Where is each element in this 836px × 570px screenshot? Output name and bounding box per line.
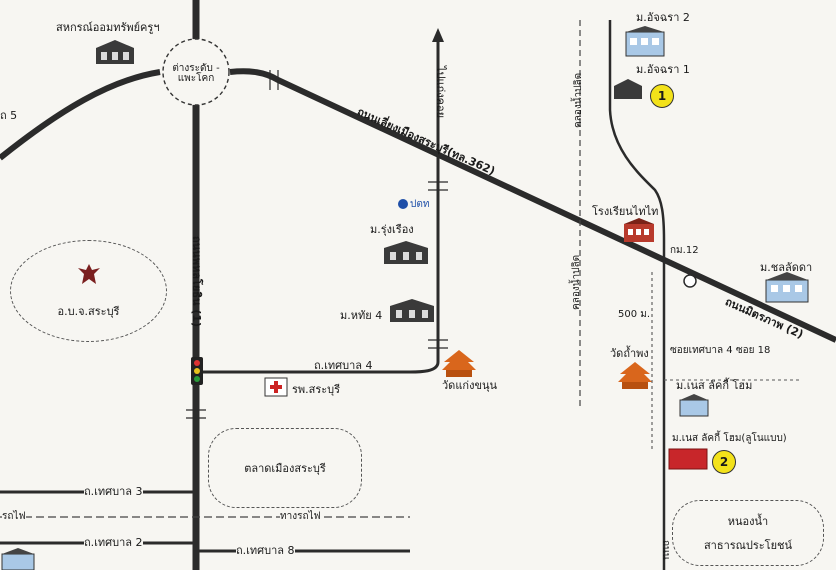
road5-label: ถ 5 — [0, 109, 18, 122]
canal-label-top: คลองน้ำปลิด — [573, 72, 584, 128]
lucky-home-label: ม.เนส ลัคกี้ โฮม — [676, 379, 753, 392]
kaeng-khoi-road — [409, 38, 440, 374]
road-ticks — [186, 70, 448, 419]
amata2-building-icon — [625, 26, 665, 57]
amata1-building-icon — [614, 79, 642, 99]
km12-marker — [683, 274, 697, 288]
hospital-label: รพ.สระบุรี — [292, 383, 341, 396]
hospital-building-icon — [264, 377, 288, 397]
amata2-label: ม.อัจฉรา 2 — [636, 11, 690, 24]
rail-left-label: รถไฟ — [2, 511, 26, 522]
chollada-building-icon — [765, 272, 809, 303]
bypass-road-west — [0, 69, 161, 161]
lucky-home-new-label: ม.เนส ลัคกี้ โฮม(ลูโนแบบ) — [672, 433, 787, 444]
dist500-label: 500 ม. — [618, 309, 651, 320]
market-zone: ตลาดเมืองสระบุรี — [208, 428, 362, 508]
garuda-emblem-icon — [78, 264, 100, 284]
wat-kaeng-khanun-temple-icon — [442, 350, 476, 377]
bypass-road-east — [229, 68, 836, 343]
soi-label: ซอยเทศบาล 4 ซอย 18 — [670, 345, 771, 356]
school-building-icon — [624, 218, 654, 242]
pao-label: อ.บ.จ.สระบุรี — [57, 305, 120, 318]
ptt-station-icon — [398, 199, 408, 209]
location-marker-2[interactable]: 2 — [712, 450, 736, 474]
project-plot-icon — [668, 448, 708, 470]
tesaban2-label: ถ.เทศบาล 2 — [84, 536, 143, 549]
hathai4-label: ม.หทัย 4 — [340, 309, 383, 322]
school-label: โรงเรียนไทไท — [592, 205, 659, 218]
chollada-label: ม.ชลลัดดา — [760, 261, 813, 274]
tesaban3-label: ถ.เทศบาล 3 — [84, 485, 143, 498]
lucky-home-building-icon — [679, 394, 709, 417]
location-marker-1[interactable]: 1 — [650, 84, 674, 108]
roundabout-label: ต่างระดับ - แพะโคก — [172, 63, 220, 84]
rungrueang-label: ม.รุ่งเรือง — [370, 223, 414, 236]
coop-label: สหกรณ์ออมทรัพย์ครูฯ — [56, 21, 160, 34]
right-road — [608, 20, 666, 570]
pao-zone: อ.บ.จ.สระบุรี — [10, 240, 167, 342]
tesaban4-label: ถ.เทศบาล 4 — [314, 359, 373, 372]
ptt-label: ปตท — [410, 199, 430, 210]
pond-line2: สาธารณประโยชน์ — [703, 539, 793, 552]
to-kaeng-khoi-label: ไปแก่งคอย — [434, 66, 447, 119]
rungrueang-building-icon — [384, 241, 428, 264]
amata1-label: ม.อัจฉรา 1 — [636, 63, 690, 76]
public-pond-zone: หนองน้ำ สาธารณประโยชน์ — [672, 500, 824, 566]
wat-tham-phong-label: วัดถ้ำพง — [610, 347, 649, 360]
phahon-road-label: ถนนพหลโยธิน (1) — [190, 236, 203, 328]
km12-label: กม.12 — [670, 245, 699, 256]
pond-line1: หนองน้ำ — [727, 515, 769, 528]
right-road-label: ถนน — [660, 540, 671, 560]
wat-kaeng-khanun-label: วัดแก่งขนุน — [442, 379, 497, 392]
rail-mid-label: ทางรถไฟ — [280, 511, 321, 522]
hathai4-building-icon — [390, 299, 434, 322]
roundabout-circle — [162, 38, 230, 106]
kaeng-khoi-arrow — [432, 28, 444, 42]
market-label: ตลาดเมืองสระบุรี — [244, 462, 326, 475]
coop-building-icon — [96, 40, 134, 64]
wat-tham-phong-temple-icon — [618, 362, 652, 389]
canal-label-mid: คลองน้ำปลิด — [571, 254, 582, 310]
bottom-left-building-icon — [1, 548, 35, 570]
tesaban8-label: ถ.เทศบาล 8 — [236, 544, 295, 557]
